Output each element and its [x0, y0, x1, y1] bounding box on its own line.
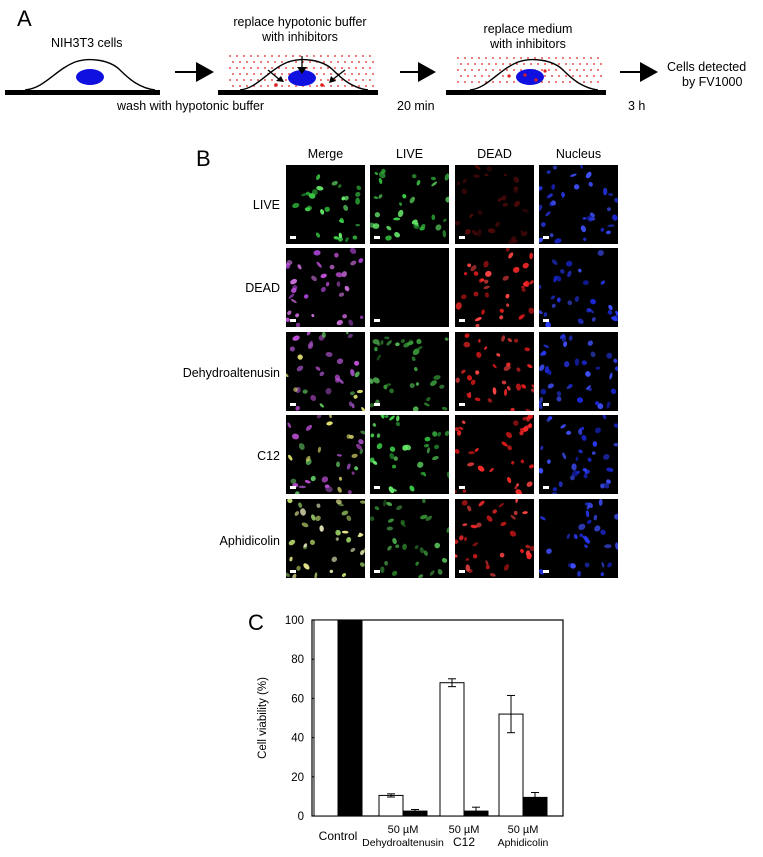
step1-title-line2: with inhibitors — [262, 30, 338, 44]
cell-outline-1 — [24, 58, 156, 91]
panel-a-letter: A — [17, 6, 32, 31]
y-tick-label: 80 — [291, 654, 304, 666]
micrograph-c12-merge — [286, 415, 365, 494]
cell-outline-2 — [239, 58, 369, 91]
micrograph-dehydroaltenusin-live — [370, 332, 449, 411]
error-bar-3-1 — [531, 791, 539, 803]
row-label-dehydroaltenusin: Dehydroaltenusin — [182, 366, 280, 380]
micrograph-live-dead — [455, 165, 534, 244]
column-label-live: LIVE — [395, 147, 424, 161]
bar-1-0 — [378, 794, 404, 817]
bar-3-0 — [498, 713, 524, 817]
micrograph-live-merge — [286, 165, 365, 244]
micrograph-aphidicolin-nucleus — [539, 499, 618, 578]
y-tick-label: 0 — [298, 811, 304, 823]
bar-0-0 — [313, 619, 339, 817]
micrograph-dehydroaltenusin-merge — [286, 332, 365, 411]
wash-label: wash with hypotonic buffer — [117, 99, 265, 113]
micrograph-aphidicolin-live — [370, 499, 449, 578]
step2-title-line2: with inhibitors — [490, 37, 566, 51]
bar-2-0 — [439, 682, 465, 817]
step2-title-line1: replace medium — [483, 22, 573, 36]
micrograph-aphidicolin-dead — [455, 499, 534, 578]
nucleus-1 — [76, 69, 104, 85]
dish-surface-1 — [5, 90, 160, 95]
arrow-left — [267, 69, 281, 81]
micrograph-c12-dead — [455, 415, 534, 494]
dish-surface-2 — [218, 90, 378, 95]
y-axis-label: Cell viability (%) — [257, 677, 269, 759]
category-label-line2: Aphidicolin — [498, 837, 549, 849]
cell-label: NIH3T3 cells — [51, 36, 123, 50]
y-tick-label: 40 — [291, 733, 304, 745]
panel-b-letter: B — [196, 146, 211, 171]
column-label-dead: DEAD — [477, 147, 512, 161]
dish-surface-3 — [446, 90, 606, 95]
micrograph-live-nucleus — [539, 165, 618, 244]
error-bar-2-0 — [448, 678, 456, 688]
micrograph-aphidicolin-merge — [286, 499, 365, 578]
micrograph-c12-live — [370, 415, 449, 494]
row-label-live: LIVE — [252, 198, 280, 212]
cell-outline-3 — [469, 58, 599, 91]
error-bar-1-0 — [387, 793, 395, 798]
error-bar-1-1 — [411, 809, 419, 814]
error-bar-3-0 — [507, 694, 515, 734]
category-label-line1: 50 µM — [449, 824, 480, 836]
nucleus-3 — [516, 69, 544, 85]
row-label-c12: C12 — [257, 449, 280, 463]
process-arrow-1 — [175, 62, 214, 82]
category-label-line1: 50 µM — [508, 824, 539, 836]
micrograph-dead-dead — [455, 248, 534, 327]
micrograph-dead-live — [370, 248, 449, 327]
row-labels: LIVE DEAD Dehydroaltenusin C12 Aphidicol… — [160, 0, 280, 600]
y-tick-label: 20 — [291, 772, 304, 784]
nucleus-2 — [288, 70, 316, 86]
plot-frame — [311, 619, 564, 817]
micrograph-dead-nucleus — [539, 248, 618, 327]
time-label-1: 20 min — [397, 99, 435, 113]
process-arrow-2 — [400, 62, 436, 82]
step1-title-line1: replace hypotonic buffer — [233, 15, 367, 29]
micrograph-live-live — [370, 165, 449, 244]
column-label-nucleus: Nucleus — [555, 147, 602, 161]
row-label-dead: DEAD — [245, 281, 280, 295]
panel-c-letter: C — [248, 610, 264, 635]
category-label-line2: Dehydroaltenusin — [362, 837, 444, 849]
column-label-merge: Merge — [307, 147, 344, 161]
error-bar-2-1 — [472, 806, 480, 816]
category-label-line1: Control — [319, 829, 358, 843]
panel-a-schematic — [5, 55, 658, 95]
process-arrow-3 — [620, 62, 658, 82]
micrograph-dead-merge — [286, 248, 365, 327]
micrograph-dehydroaltenusin-dead — [455, 332, 534, 411]
micrograph-c12-nucleus — [539, 415, 618, 494]
y-tick-label: 60 — [291, 693, 304, 705]
bar-0-1 — [337, 619, 363, 817]
result-line2: by FV1000 — [682, 75, 743, 89]
arrow-right — [331, 69, 346, 81]
time-label-2: 3 h — [628, 99, 646, 113]
result-line1: Cells detected — [667, 60, 747, 74]
micrograph-dehydroaltenusin-nucleus — [539, 332, 618, 411]
category-label-line1: 50 µM — [388, 824, 419, 836]
category-label-line2: C12 — [453, 835, 475, 849]
y-tick-label: 100 — [285, 615, 304, 627]
row-label-aphidicolin: Aphidicolin — [219, 534, 280, 548]
